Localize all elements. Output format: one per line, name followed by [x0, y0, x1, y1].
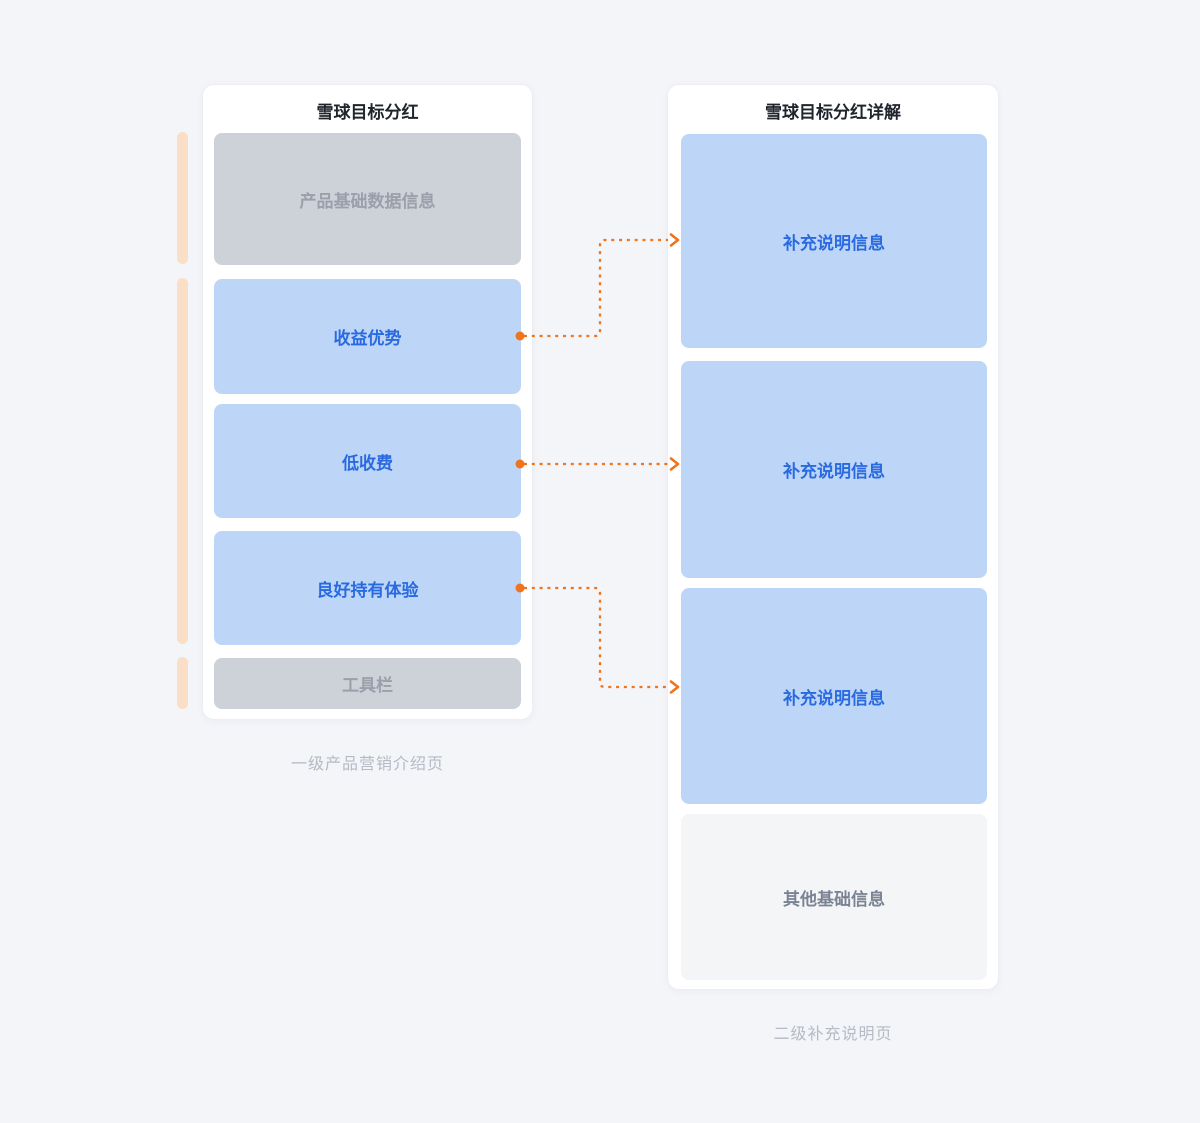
block-product-basic-data: 产品基础数据信息 [214, 133, 521, 265]
caption-level2-page: 二级补充说明页 [773, 1026, 893, 1043]
panel-title: 雪球目标分红 [316, 103, 419, 122]
panel-level2-detail-page: 雪球目标分红详解 补充说明信息 补充说明信息 补充说明信息 其他基础信息 [667, 84, 999, 990]
panel-level1-marketing-page: 雪球目标分红 产品基础数据信息 收益优势 低收费 良好持有体验 工具栏 [202, 84, 533, 720]
panel-title: 雪球目标分红详解 [765, 103, 901, 122]
accent-bar [177, 132, 188, 264]
accent-bar [177, 657, 188, 709]
block-supplementary-info-2: 补充说明信息 [681, 361, 987, 578]
block-toolbar: 工具栏 [214, 658, 521, 709]
accent-bar [177, 278, 188, 644]
block-supplementary-info-1: 补充说明信息 [681, 134, 987, 348]
connector-line-1 [524, 238, 668, 338]
block-supplementary-info-3: 补充说明信息 [681, 588, 987, 804]
connector-line-3 [524, 586, 668, 689]
block-other-basic-info: 其他基础信息 [681, 814, 987, 980]
block-low-fee: 低收费 [214, 404, 521, 518]
block-good-holding-experience: 良好持有体验 [214, 531, 521, 645]
caption-level1-page: 一级产品营销介绍页 [290, 756, 444, 773]
block-yield-advantage: 收益优势 [214, 279, 521, 394]
